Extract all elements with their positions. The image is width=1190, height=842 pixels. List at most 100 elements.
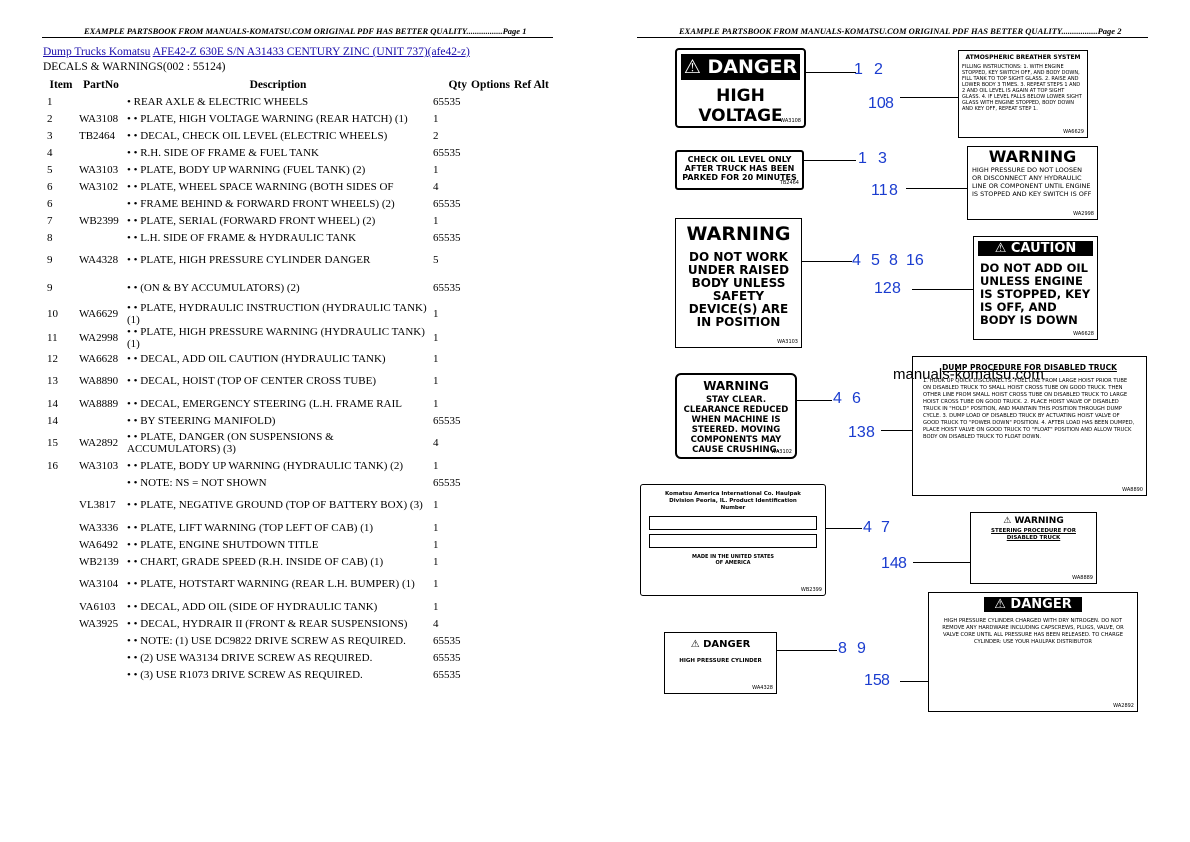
- cell-item: 11: [47, 332, 58, 344]
- decal-code: WA8889: [1072, 575, 1093, 581]
- decal-dump-procedure: DUMP PROCEDURE FOR DISABLED TRUCK 1. HOO…: [912, 356, 1147, 496]
- cell-pn: TB2464: [79, 129, 116, 142]
- decal-title: WARNING: [988, 147, 1077, 166]
- cell-pn: WA3925: [79, 617, 119, 630]
- cell-qty: 1: [433, 352, 439, 365]
- cell-opt: [469, 367, 512, 395]
- cell-desc: • • NOTE: (1) USE DC9822 DRIVE SCREW AS …: [127, 634, 406, 647]
- cell-qty: 1: [433, 555, 439, 568]
- decal-title: ⚠ DANGER: [690, 639, 751, 650]
- decal-code: WA8890: [1122, 487, 1143, 493]
- cell-desc: • • PLATE, WHEEL SPACE WARNING (BOTH SID…: [127, 180, 394, 193]
- cell-desc: • • PLATE, BODY UP WARNING (FUEL TANK) (…: [127, 163, 366, 176]
- cell-opt: [469, 302, 512, 326]
- cell-ref: [512, 474, 551, 491]
- cell-item: 5: [47, 163, 53, 176]
- callout-number: 5: [871, 252, 880, 269]
- header-rule: [637, 37, 1148, 38]
- cell-ref: [512, 195, 551, 212]
- callout-number: 8: [838, 640, 847, 657]
- cell-desc: • • DECAL, EMERGENCY STEERING (L.H. FRAM…: [127, 397, 402, 410]
- cell-ref: [512, 649, 551, 666]
- cell-desc: • • NOTE: NS = NOT SHOWN: [127, 476, 267, 489]
- decal-caution-add-oil: ⚠ CAUTION DO NOT ADD OIL UNLESS ENGINE I…: [973, 236, 1098, 340]
- breadcrumb: Dump Trucks Komatsu AFE42-Z 630E S/N A31…: [43, 46, 470, 58]
- cell-item: 16: [47, 459, 58, 472]
- decal-text: DO NOT WORK UNDER RAISED BODY UNLESS SAF…: [687, 250, 790, 329]
- cell-desc: • • PLATE, HOTSTART WARNING (REAR L.H. B…: [127, 578, 415, 590]
- cell-desc: • • DECAL, CHECK OIL LEVEL (ELECTRIC WHE…: [127, 129, 388, 142]
- leader-line: [913, 562, 970, 563]
- leader-line: [881, 430, 912, 431]
- cell-opt: [469, 274, 512, 302]
- col-header-qty: Qty: [448, 79, 467, 91]
- callout-number: 14: [881, 555, 899, 572]
- table-row: WB2139• • CHART, GRADE SPEED (R.H. INSID…: [45, 553, 551, 570]
- cell-item: 14: [47, 414, 58, 427]
- cell-ref: [512, 395, 551, 412]
- decal-text: FILLING INSTRUCTIONS: 1. WITH ENGINE STO…: [962, 64, 1082, 112]
- cell-qty: 1: [433, 112, 439, 125]
- cell-item: 4: [47, 146, 53, 159]
- cell-desc: • • PLATE, SERIAL (FORWARD FRONT WHEEL) …: [127, 214, 376, 227]
- decal-code: WA4328: [752, 685, 773, 691]
- callout-number: 10: [868, 95, 886, 112]
- cell-qty: 1: [433, 397, 439, 410]
- leader-line: [806, 72, 856, 73]
- cell-pn: [77, 632, 125, 649]
- cell-qty: 1: [433, 163, 439, 176]
- decal-title: ⚠ WARNING: [1003, 516, 1064, 526]
- callout-number: 8: [898, 555, 907, 572]
- cell-qty: 65535: [433, 476, 461, 489]
- header-rule: [42, 37, 553, 38]
- decal-code: WA3108: [780, 118, 801, 124]
- cell-qty: 4: [433, 437, 439, 449]
- decal-breather-system: ATMOSPHERIC BREATHER SYSTEM FILLING INST…: [958, 50, 1088, 138]
- cell-ref: [512, 666, 551, 683]
- cell-ref: [512, 326, 551, 350]
- decal-steering-procedure: ⚠ WARNING STEERING PROCEDURE FOR DISABLE…: [970, 512, 1097, 584]
- cell-pn: VA6103: [79, 600, 116, 613]
- cell-ref: [512, 144, 551, 161]
- cell-opt: [469, 412, 512, 429]
- cell-opt: [469, 570, 512, 598]
- cell-qty: 5: [433, 254, 439, 266]
- cell-ref: [512, 553, 551, 570]
- decal-title: DUMP PROCEDURE FOR DISABLED TRUCK: [942, 363, 1117, 372]
- cell-ref: [512, 615, 551, 632]
- cell-desc: • • PLATE, HYDRAULIC INSTRUCTION (HYDRAU…: [127, 302, 427, 326]
- cell-item: [45, 553, 77, 570]
- table-row: VL3817• • PLATE, NEGATIVE GROUND (TOP OF…: [45, 491, 551, 519]
- cell-item: 2: [47, 112, 53, 125]
- cell-ref: [512, 367, 551, 395]
- breadcrumb-link-model[interactable]: AFE42-Z 630E S/N A31433 CENTURY ZINC (UN…: [152, 46, 470, 58]
- cell-opt: [469, 326, 512, 350]
- cell-opt: [469, 178, 512, 195]
- callout-number: 12: [874, 280, 892, 297]
- cell-item: [45, 666, 77, 683]
- cell-ref: [512, 491, 551, 519]
- decal-title: ATMOSPHERIC BREATHER SYSTEM: [965, 54, 1081, 61]
- callout-number: 1: [858, 150, 867, 167]
- cell-desc: • • PLATE, DANGER (ON SUSPENSIONS & ACCU…: [127, 431, 334, 455]
- cell-opt: [469, 246, 512, 274]
- callout-number: 2: [874, 61, 883, 78]
- cell-pn: [77, 93, 125, 110]
- breadcrumb-link-dump-trucks[interactable]: Dump Trucks Komatsu: [43, 46, 151, 58]
- cell-pn: WA3108: [79, 112, 119, 125]
- cell-qty: 4: [433, 180, 439, 193]
- cell-ref: [512, 93, 551, 110]
- decal-text: CHECK OIL LEVEL ONLY AFTER TRUCK HAS BEE…: [682, 155, 797, 182]
- cell-pn: WA6628: [79, 352, 119, 365]
- cell-opt: [469, 457, 512, 474]
- decal-check-oil: CHECK OIL LEVEL ONLY AFTER TRUCK HAS BEE…: [675, 150, 804, 190]
- decal-danger-cylinder: ⚠ DANGER HIGH PRESSURE CYLINDER WA4328: [664, 632, 777, 694]
- cell-opt: [469, 161, 512, 178]
- cell-qty: 65535: [433, 668, 461, 681]
- cell-ref: [512, 161, 551, 178]
